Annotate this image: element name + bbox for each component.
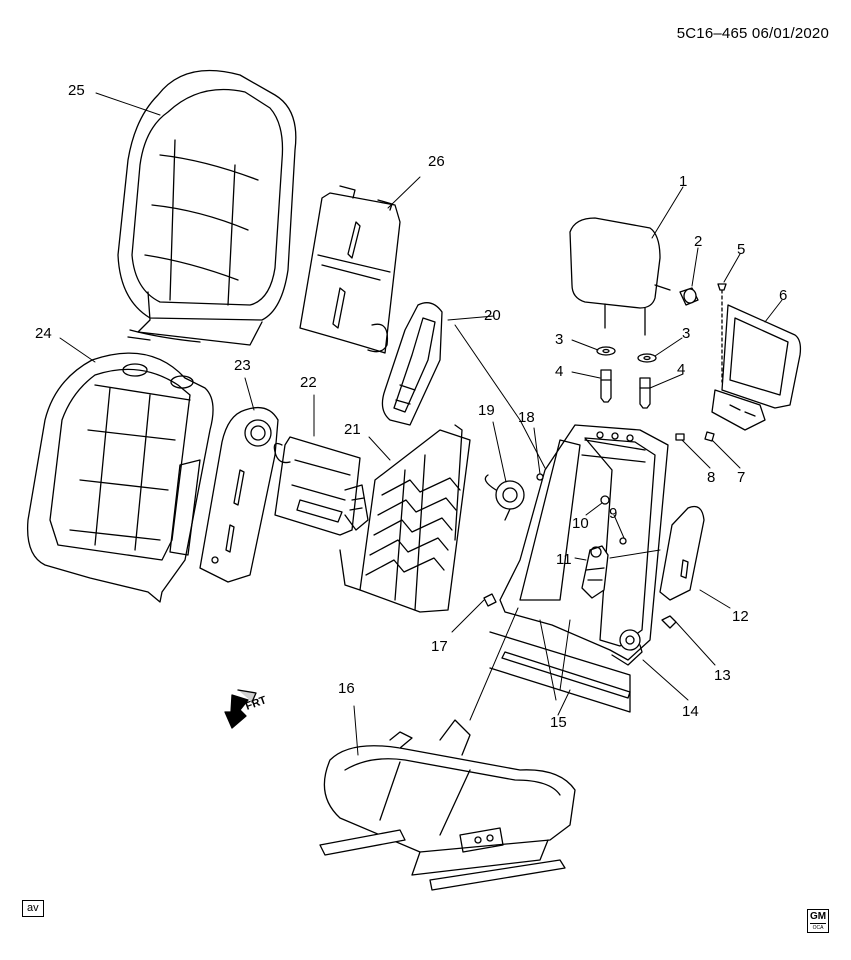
callout-23: 23 xyxy=(234,357,251,374)
callout-18: 18 xyxy=(518,409,535,426)
callout-3-right: 3 xyxy=(682,325,690,342)
diagram-reference: 5C16–465 06/01/2020 xyxy=(676,25,829,42)
gm-logo-bottom: OCA xyxy=(810,923,826,932)
part-clip-7 xyxy=(704,431,715,442)
callout-11: 11 xyxy=(556,551,572,568)
figure-code-box: av xyxy=(22,900,44,917)
callout-8: 8 xyxy=(707,469,715,486)
callout-6: 6 xyxy=(779,287,787,304)
part-suspension-mat xyxy=(339,424,471,613)
part-bolt-8 xyxy=(675,433,685,441)
gm-logo: GM OCA xyxy=(807,909,829,933)
part-screw-5 xyxy=(717,283,727,383)
part-nut-10 xyxy=(600,495,610,505)
callout-20: 20 xyxy=(484,307,501,324)
callout-22: 22 xyxy=(300,374,317,391)
part-lumbar-module xyxy=(273,436,369,536)
callout-7: 7 xyxy=(737,469,745,486)
callout-16: 16 xyxy=(338,680,355,697)
part-nut-9 xyxy=(619,537,627,545)
part-guide-4-right xyxy=(639,377,651,409)
callout-leaders xyxy=(59,92,783,756)
part-seat-back-cover xyxy=(117,69,297,346)
part-seat-cushion-assembly xyxy=(319,719,576,891)
part-rear-trim-6 xyxy=(711,304,802,431)
callout-24: 24 xyxy=(35,325,52,342)
callout-21: 21 xyxy=(344,421,361,438)
callout-2: 2 xyxy=(694,233,702,250)
callout-3-left: 3 xyxy=(555,331,563,348)
part-bolt-13 xyxy=(661,615,677,629)
part-head-restraint xyxy=(569,217,671,336)
front-orientation-arrow xyxy=(224,689,257,729)
part-back-panel xyxy=(299,185,401,354)
part-actuator-19 xyxy=(484,474,525,521)
gm-logo-top: GM xyxy=(809,911,827,922)
callout-14: 14 xyxy=(682,703,699,720)
callout-1: 1 xyxy=(679,173,687,190)
callout-4-left: 4 xyxy=(555,363,563,380)
callout-19: 19 xyxy=(478,402,495,419)
callout-15: 15 xyxy=(550,714,567,731)
part-washer-3-left xyxy=(596,346,616,356)
part-bolt-18 xyxy=(536,473,544,481)
part-side-panel-12 xyxy=(659,505,705,601)
part-recline-motor-11 xyxy=(581,545,609,599)
part-seat-back-frame-cover xyxy=(26,352,214,603)
part-lumbar-plate xyxy=(199,406,279,583)
part-washer-3-right xyxy=(637,353,657,363)
callout-5: 5 xyxy=(737,241,745,258)
part-guide-2 xyxy=(679,287,699,306)
part-seat-back-frame xyxy=(499,424,669,666)
callout-12: 12 xyxy=(732,608,749,625)
callout-10: 10 xyxy=(572,515,589,532)
callout-9: 9 xyxy=(609,505,617,522)
callout-4-right: 4 xyxy=(677,361,685,378)
callout-25: 25 xyxy=(68,82,85,99)
part-bolt-17 xyxy=(483,593,497,607)
part-side-airbag xyxy=(381,302,443,426)
part-guide-4-left xyxy=(600,369,612,403)
callout-26: 26 xyxy=(428,153,445,170)
callout-17: 17 xyxy=(431,638,448,655)
callout-labels: 1 2 3 3 4 4 5 6 7 8 9 10 11 12 13 14 15 … xyxy=(35,82,787,731)
callout-13: 13 xyxy=(714,667,731,684)
